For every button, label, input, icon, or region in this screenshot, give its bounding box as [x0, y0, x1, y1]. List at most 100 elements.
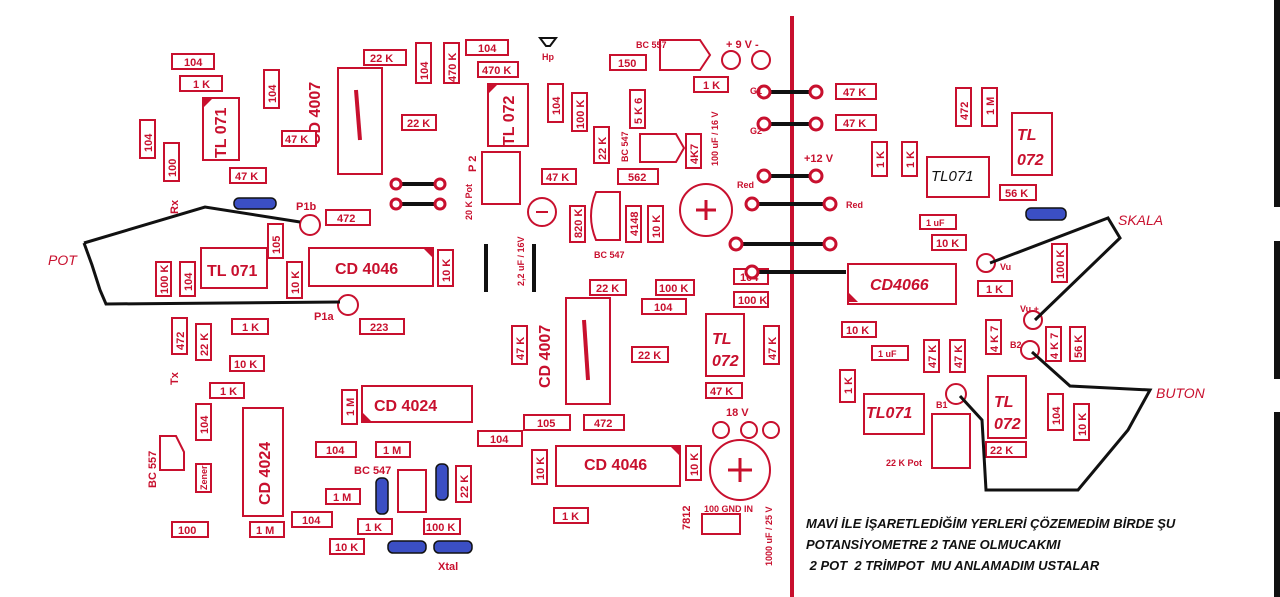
svg-text:105: 105: [537, 418, 555, 430]
chip-tl071-a: TL 071: [202, 97, 240, 161]
svg-text:22 K: 22 K: [597, 137, 609, 160]
svg-text:4 K 7: 4 K 7: [989, 326, 1001, 352]
svg-text:5 K 6: 5 K 6: [633, 98, 645, 124]
chip-cd4007-b: CD 4007: [537, 297, 611, 405]
svg-text:BC 557: BC 557: [147, 451, 159, 488]
chip-tl072-d: TL 072: [987, 375, 1027, 439]
svg-text:CD4066: CD4066: [870, 277, 929, 294]
chip-cd4046-b: CD 4046: [555, 445, 681, 487]
svg-text:2,2 uF / 16V: 2,2 uF / 16V: [516, 236, 526, 286]
svg-text:472: 472: [959, 102, 971, 120]
svg-text:+12 V: +12 V: [804, 153, 834, 165]
svg-text:105: 105: [271, 236, 283, 254]
chip-cd4046-a: CD 4046: [308, 247, 434, 287]
component-labels: P1b P1a Rx Tx P 2 20 K Pot Hp BC 557 BC …: [147, 39, 1039, 573]
svg-text:47 K: 47 K: [843, 118, 866, 130]
chip-cd4066: CD4066: [847, 263, 957, 305]
svg-text:472: 472: [594, 418, 612, 430]
svg-text:1 K: 1 K: [193, 79, 210, 91]
svg-text:Vu: Vu: [1000, 262, 1011, 272]
chip-tl072-b: TL 072: [705, 313, 745, 377]
svg-text:TL071: TL071: [866, 405, 912, 422]
svg-text:10 K: 10 K: [689, 453, 701, 476]
svg-text:BC 557: BC 557: [636, 40, 667, 50]
svg-text:B2: B2: [1010, 340, 1022, 350]
svg-text:072: 072: [994, 416, 1021, 433]
buton-callout: BUTON: [1156, 385, 1205, 401]
svg-text:10 K: 10 K: [846, 325, 869, 337]
note-line-2: POTANSİYOMETRE 2 TANE OLMUCAKMI: [806, 537, 1061, 552]
svg-text:47 K: 47 K: [546, 172, 569, 184]
svg-text:1 K: 1 K: [703, 80, 720, 92]
chip-tl071-c: TL071: [926, 156, 990, 198]
svg-text:22 K: 22 K: [990, 445, 1013, 457]
svg-text:G1: G1: [750, 86, 762, 96]
svg-text:10 K: 10 K: [234, 359, 257, 371]
svg-text:104: 104: [267, 84, 279, 103]
svg-text:4K7: 4K7: [689, 144, 701, 164]
svg-text:1 K: 1 K: [365, 522, 382, 534]
svg-text:100 K: 100 K: [575, 100, 587, 129]
svg-text:56 K: 56 K: [1073, 335, 1085, 358]
svg-text:4148: 4148: [629, 212, 641, 236]
svg-text:22 K: 22 K: [199, 333, 211, 356]
skala-callout: SKALA: [1118, 212, 1164, 228]
svg-text:47 K: 47 K: [710, 386, 733, 398]
svg-text:P1a: P1a: [314, 311, 334, 323]
svg-text:104: 104: [478, 43, 497, 55]
svg-text:1 uF: 1 uF: [926, 218, 945, 228]
svg-text:104: 104: [143, 133, 155, 152]
svg-text:18 V: 18 V: [726, 407, 749, 419]
speaker-icon: [538, 37, 558, 47]
note-line-1: MAVİ İLE İŞARETLEDİĞİM YERLERİ ÇÖZEMEDİM…: [806, 516, 1176, 531]
svg-text:1 K: 1 K: [843, 377, 855, 394]
chip-tl072-a: TL 072: [487, 83, 529, 147]
jumpers: [389, 84, 846, 292]
svg-text:100 K: 100 K: [159, 265, 171, 294]
pot-callout: POT: [48, 252, 77, 268]
svg-text:10 K: 10 K: [441, 259, 453, 282]
svg-text:104: 104: [199, 415, 211, 434]
svg-text:1000 uF / 25 V: 1000 uF / 25 V: [764, 506, 774, 566]
svg-text:56 K: 56 K: [1005, 188, 1028, 200]
svg-text:BC 547: BC 547: [620, 131, 630, 162]
svg-text:223: 223: [370, 322, 388, 334]
svg-text:104: 104: [184, 57, 203, 69]
pads: [299, 50, 1043, 439]
svg-text:TL071: TL071: [931, 168, 974, 185]
svg-text:100 GND IN: 100 GND IN: [704, 504, 753, 514]
svg-text:Red: Red: [737, 180, 754, 190]
svg-text:104: 104: [183, 272, 195, 291]
svg-text:1 M: 1 M: [383, 445, 401, 457]
resistors-vertical: 104 470 K 104 104 100 104 100 K 22 K 5 K…: [139, 42, 1090, 503]
svg-text:P 2: P 2: [467, 156, 479, 172]
blue-marked-areas: [233, 197, 1067, 554]
svg-text:100 K: 100 K: [659, 283, 688, 295]
svg-text:100 uF / 16 V: 100 uF / 16 V: [710, 111, 720, 166]
svg-text:104: 104: [302, 515, 321, 527]
svg-text:1 K: 1 K: [220, 386, 237, 398]
svg-text:562: 562: [628, 172, 646, 184]
svg-text:Xtal: Xtal: [438, 561, 458, 573]
svg-text:1 M: 1 M: [256, 525, 274, 537]
svg-text:CD 4024: CD 4024: [257, 442, 274, 505]
svg-text:820 K: 820 K: [573, 209, 585, 238]
svg-text:Vu +: Vu +: [1020, 304, 1039, 314]
svg-text:100 K: 100 K: [738, 295, 767, 307]
chip-cd4024-b: CD 4024: [242, 407, 284, 517]
annotation-lines: [82, 205, 1153, 492]
svg-text:472: 472: [175, 332, 187, 350]
svg-text:CD 4024: CD 4024: [374, 398, 437, 415]
svg-text:10 K: 10 K: [335, 542, 358, 554]
svg-text:22 K: 22 K: [638, 350, 661, 362]
svg-text:1 uF: 1 uF: [878, 349, 897, 359]
svg-text:Tx: Tx: [169, 371, 181, 385]
svg-text:10 K: 10 K: [535, 457, 547, 480]
svg-text:G2: G2: [750, 126, 762, 136]
svg-text:BC 547: BC 547: [594, 250, 625, 260]
svg-text:47 K: 47 K: [235, 171, 258, 183]
svg-text:TL 071: TL 071: [207, 263, 258, 280]
svg-text:TL: TL: [1017, 127, 1037, 144]
svg-text:10 K: 10 K: [936, 238, 959, 250]
